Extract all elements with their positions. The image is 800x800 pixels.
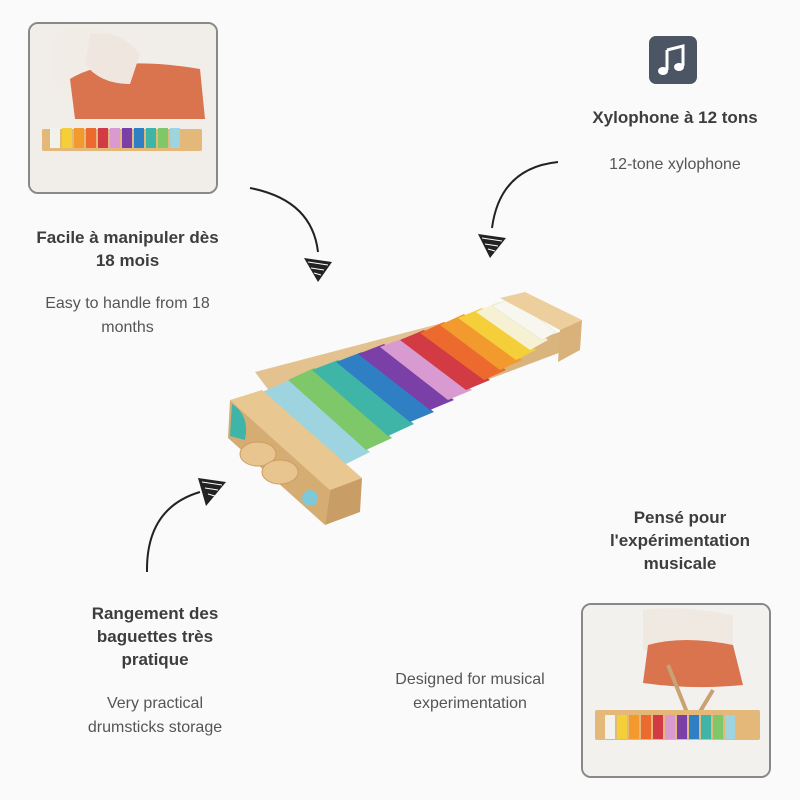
arrow-easy-handle: [249, 187, 319, 253]
feature-subtitle-experimentation: Designed for musical experimentation: [395, 671, 545, 712]
music-note-icon: [649, 36, 697, 84]
drumstick-head-2: [261, 459, 299, 485]
photo-child-playing-bottom: [581, 603, 771, 778]
arrowhead-easy-handle: [304, 258, 332, 282]
feature-subtitle-storage: Very practical drumsticks storage: [87, 695, 223, 736]
arrow-storage: [145, 491, 201, 573]
arrowhead-12-tones: [478, 234, 506, 258]
feature-title-storage: Rangement des baguettes très pratique: [91, 604, 219, 669]
photo-illustration: [30, 24, 216, 192]
photo-child-playing-top: [28, 22, 218, 194]
xylophone-bars: [262, 297, 557, 466]
arrow-12-tones: [491, 161, 559, 229]
drumstick-head-1: [239, 441, 277, 467]
feature-title-easy-handle: Facile à manipuler dès 18 mois: [36, 228, 219, 270]
feature-subtitle-12-tones: 12-tone xylophone: [609, 156, 741, 173]
photo-illustration-bottom: [583, 605, 769, 776]
feature-subtitle-easy-handle: Easy to handle from 18 months: [45, 295, 210, 336]
feature-title-experimentation: Pensé pour l'expérimentation musicale: [609, 508, 751, 573]
feature-title-12-tones: Xylophone à 12 tons: [592, 108, 758, 127]
